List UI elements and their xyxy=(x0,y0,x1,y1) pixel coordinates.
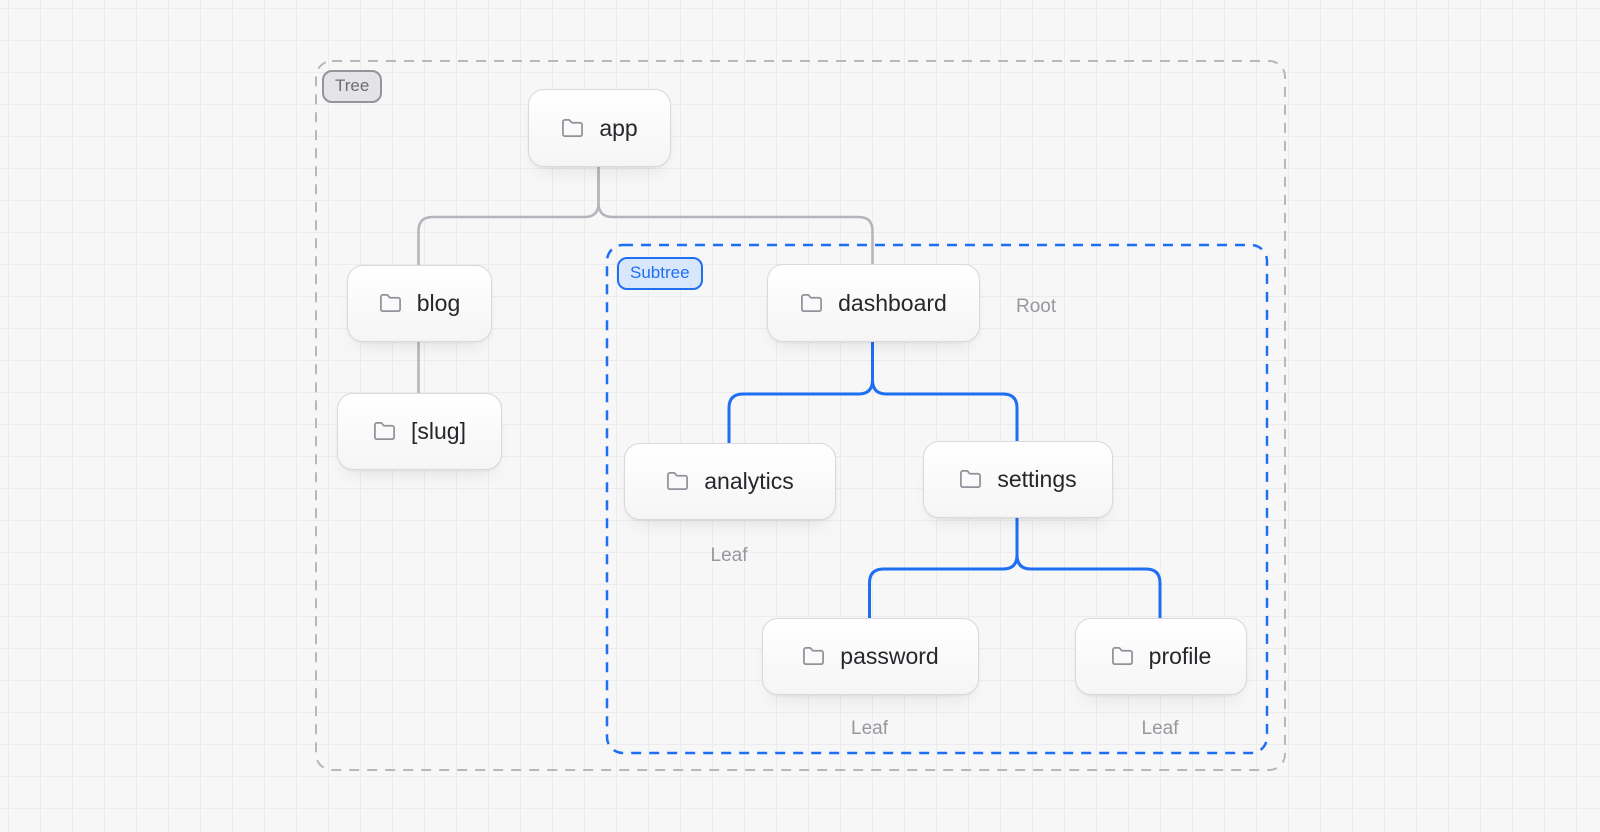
node-app: app xyxy=(528,89,671,167)
node-analytics: analytics xyxy=(624,443,836,520)
folder-icon xyxy=(374,422,395,441)
annotation-root: Root xyxy=(1016,296,1057,317)
edge-settings-password xyxy=(868,514,1019,620)
edge-app-blog xyxy=(417,163,600,267)
annotation-leaf-analytics: Leaf xyxy=(710,545,748,566)
annotation-leaf-profile: Leaf xyxy=(1141,718,1179,739)
node-label: blog xyxy=(416,290,461,316)
folder-icon xyxy=(801,293,823,312)
folder-icon xyxy=(803,647,825,666)
node-password: password xyxy=(762,618,979,695)
subtree-badge: Subtree xyxy=(617,257,703,290)
node-settings: settings xyxy=(923,441,1113,518)
node-label: [slug] xyxy=(411,418,466,444)
node-label: profile xyxy=(1148,643,1212,669)
folder-icon xyxy=(379,294,401,313)
tree-badge: Tree xyxy=(322,70,383,103)
edge-dashboard-analytics xyxy=(727,338,874,445)
folder-icon xyxy=(1111,647,1133,666)
edge-dashboard-settings xyxy=(871,338,1019,443)
node-label: settings xyxy=(997,466,1077,492)
edge-app-dashboard xyxy=(597,163,874,266)
node-profile: profile xyxy=(1075,618,1247,695)
node-label: analytics xyxy=(704,468,794,494)
annotation-leaf-password: Leaf xyxy=(851,718,888,739)
node-blog: blog xyxy=(347,265,492,342)
folder-icon xyxy=(667,472,689,491)
edge-settings-profile xyxy=(1015,514,1162,620)
folder-icon xyxy=(960,470,982,489)
node-label: app xyxy=(599,114,638,141)
folder-icon xyxy=(562,118,584,137)
node-label: dashboard xyxy=(838,289,947,316)
node-slug: [slug] xyxy=(337,393,502,470)
node-dashboard: dashboard xyxy=(767,264,980,342)
node-label: password xyxy=(840,643,939,669)
